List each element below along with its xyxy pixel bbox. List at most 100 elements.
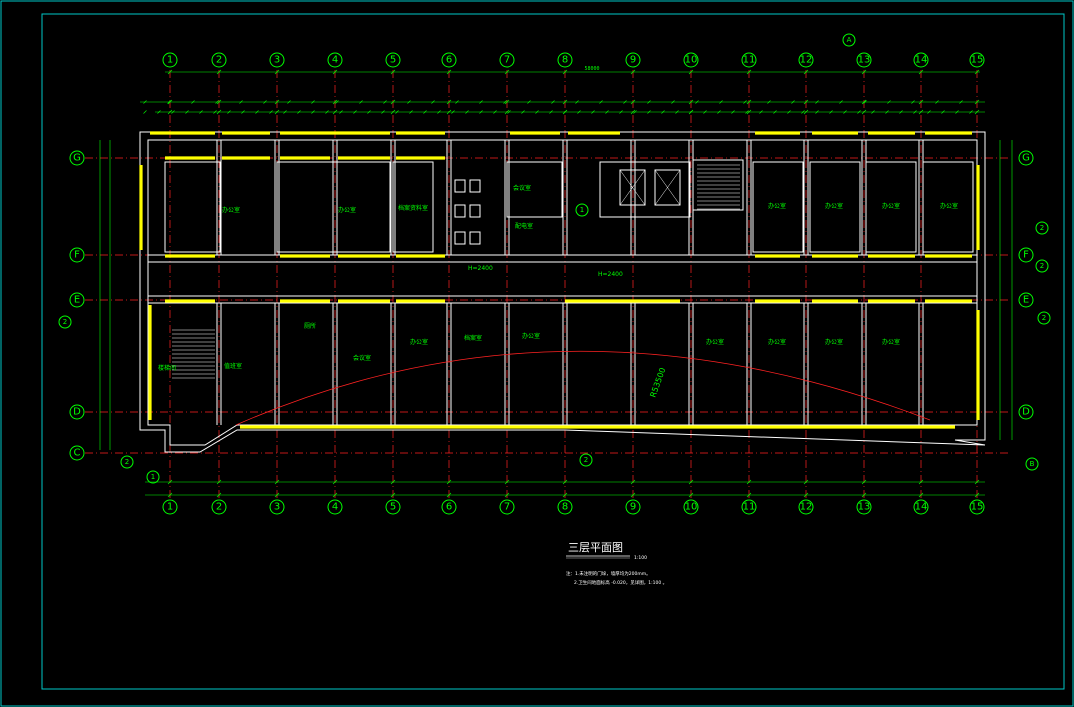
- room-label: 办公室: [882, 338, 900, 346]
- drawing-scale: 1:100: [634, 555, 647, 561]
- svg-text:8: 8: [562, 55, 568, 66]
- svg-text:1: 1: [580, 206, 584, 214]
- axis-bubble-col-14: 14: [913, 499, 929, 515]
- svg-text:A: A: [847, 36, 852, 44]
- axis-bubble-col-7: 7: [499, 52, 515, 68]
- axis-bubbles: 1122334455667788991010111112121313141415…: [58, 33, 1051, 515]
- room-label: 办公室: [222, 206, 240, 214]
- svg-text:E: E: [1023, 295, 1029, 306]
- axis-bubble-col-10: 10: [683, 499, 699, 515]
- room-label: 配电室: [515, 222, 533, 230]
- axis-bubble-col-7: 7: [499, 499, 515, 515]
- room-label: 办公室: [338, 206, 356, 214]
- svg-text:12: 12: [800, 502, 813, 513]
- axis-bubble-col-2: 2: [211, 499, 227, 515]
- detail-bubble: 2: [58, 315, 72, 329]
- svg-text:8: 8: [562, 502, 568, 513]
- svg-text:15: 15: [971, 502, 984, 513]
- axis-bubble-col-3: 3: [269, 52, 285, 68]
- svg-text:10: 10: [685, 502, 698, 513]
- svg-text:14: 14: [915, 55, 928, 66]
- svg-text:13: 13: [858, 502, 871, 513]
- axis-bubble-col-13: 13: [856, 499, 872, 515]
- svg-text:5: 5: [390, 55, 396, 66]
- note-2: 2.卫生间地面标高 -0.020，见详图，1:100 。: [574, 579, 667, 586]
- axis-bubble-col-15: 15: [969, 499, 985, 515]
- room-labels: 办公室办公室档案资料室会议室配电室办公室办公室办公室办公室楼梯间值班室厕所会议室…: [158, 184, 958, 372]
- svg-text:2: 2: [63, 318, 67, 326]
- axis-bubble-col-5: 5: [385, 52, 401, 68]
- room-label: 楼梯间: [158, 364, 176, 372]
- axis-bubble-col-11: 11: [741, 499, 757, 515]
- svg-text:6: 6: [446, 502, 452, 513]
- note-1: 注：1.未注明的门垛，墙厚均为200mm。: [566, 570, 651, 577]
- svg-text:7: 7: [504, 55, 510, 66]
- axis-bubble-row-C: C: [69, 445, 85, 461]
- axis-bubble-col-4: 4: [327, 52, 343, 68]
- svg-text:E: E: [74, 295, 80, 306]
- radius-arc: [235, 350, 931, 426]
- svg-text:15: 15: [971, 55, 984, 66]
- axis-bubble-row-G: G: [69, 150, 85, 166]
- svg-text:F: F: [74, 250, 80, 261]
- svg-text:2: 2: [1040, 224, 1044, 232]
- svg-text:2: 2: [1040, 262, 1044, 270]
- axis-bubble-col-6: 6: [441, 499, 457, 515]
- axis-bubble-col-10: 10: [683, 52, 699, 68]
- svg-text:12: 12: [800, 55, 813, 66]
- svg-text:G: G: [1022, 153, 1030, 164]
- corridor-elevation: H=2400: [598, 271, 623, 278]
- detail-bubble: 2: [579, 453, 593, 467]
- detail-bubble: B: [1025, 457, 1039, 471]
- axis-bubble-row-F: F: [69, 247, 85, 263]
- svg-text:2: 2: [584, 456, 588, 464]
- axis-bubble-col-2: 2: [211, 52, 227, 68]
- svg-text:10: 10: [685, 55, 698, 66]
- axis-bubble-col-1: 1: [162, 499, 178, 515]
- svg-text:4: 4: [332, 55, 338, 66]
- room-label: 办公室: [825, 338, 843, 346]
- drawing-title: 三层平面图: [568, 541, 623, 554]
- left-elevation: H=2400: [468, 265, 493, 272]
- axis-bubble-row-E: E: [1018, 292, 1034, 308]
- axis-bubble-row-D: D: [1018, 404, 1034, 420]
- svg-text:B: B: [1030, 460, 1035, 468]
- svg-text:1: 1: [151, 473, 155, 481]
- axis-bubble-col-12: 12: [798, 499, 814, 515]
- svg-text:F: F: [1023, 250, 1029, 261]
- axis-bubble-col-9: 9: [625, 52, 641, 68]
- detail-bubble: 2: [120, 455, 134, 469]
- walls: [139, 131, 986, 453]
- svg-text:9: 9: [630, 502, 636, 513]
- windows: [139, 131, 980, 429]
- detail-bubble: 1: [575, 203, 589, 217]
- room-label: 办公室: [706, 338, 724, 346]
- svg-text:G: G: [73, 153, 81, 164]
- svg-text:6: 6: [446, 55, 452, 66]
- svg-text:13: 13: [858, 55, 871, 66]
- room-label: 办公室: [768, 202, 786, 210]
- axis-bubble-row-F: F: [1018, 247, 1034, 263]
- axis-bubble-col-3: 3: [269, 499, 285, 515]
- svg-text:2: 2: [216, 502, 222, 513]
- dimension-lines: [99, 69, 1013, 498]
- room-label: 会议室: [513, 184, 531, 192]
- svg-text:3: 3: [274, 502, 280, 513]
- overall-width: 58000: [584, 66, 599, 72]
- detail-bubble: 1: [146, 470, 160, 484]
- svg-text:2: 2: [216, 55, 222, 66]
- room-label: 办公室: [882, 202, 900, 210]
- axis-bubble-row-D: D: [69, 404, 85, 420]
- svg-text:1: 1: [167, 502, 173, 513]
- svg-text:3: 3: [274, 55, 280, 66]
- axis-bubble-col-8: 8: [557, 52, 573, 68]
- svg-text:11: 11: [743, 55, 756, 66]
- svg-text:D: D: [73, 407, 81, 418]
- svg-text:C: C: [74, 448, 81, 459]
- axis-bubble-col-13: 13: [856, 52, 872, 68]
- svg-text:2: 2: [125, 458, 129, 466]
- room-label: 档案资料室: [398, 204, 428, 212]
- room-label: 会议室: [353, 354, 371, 362]
